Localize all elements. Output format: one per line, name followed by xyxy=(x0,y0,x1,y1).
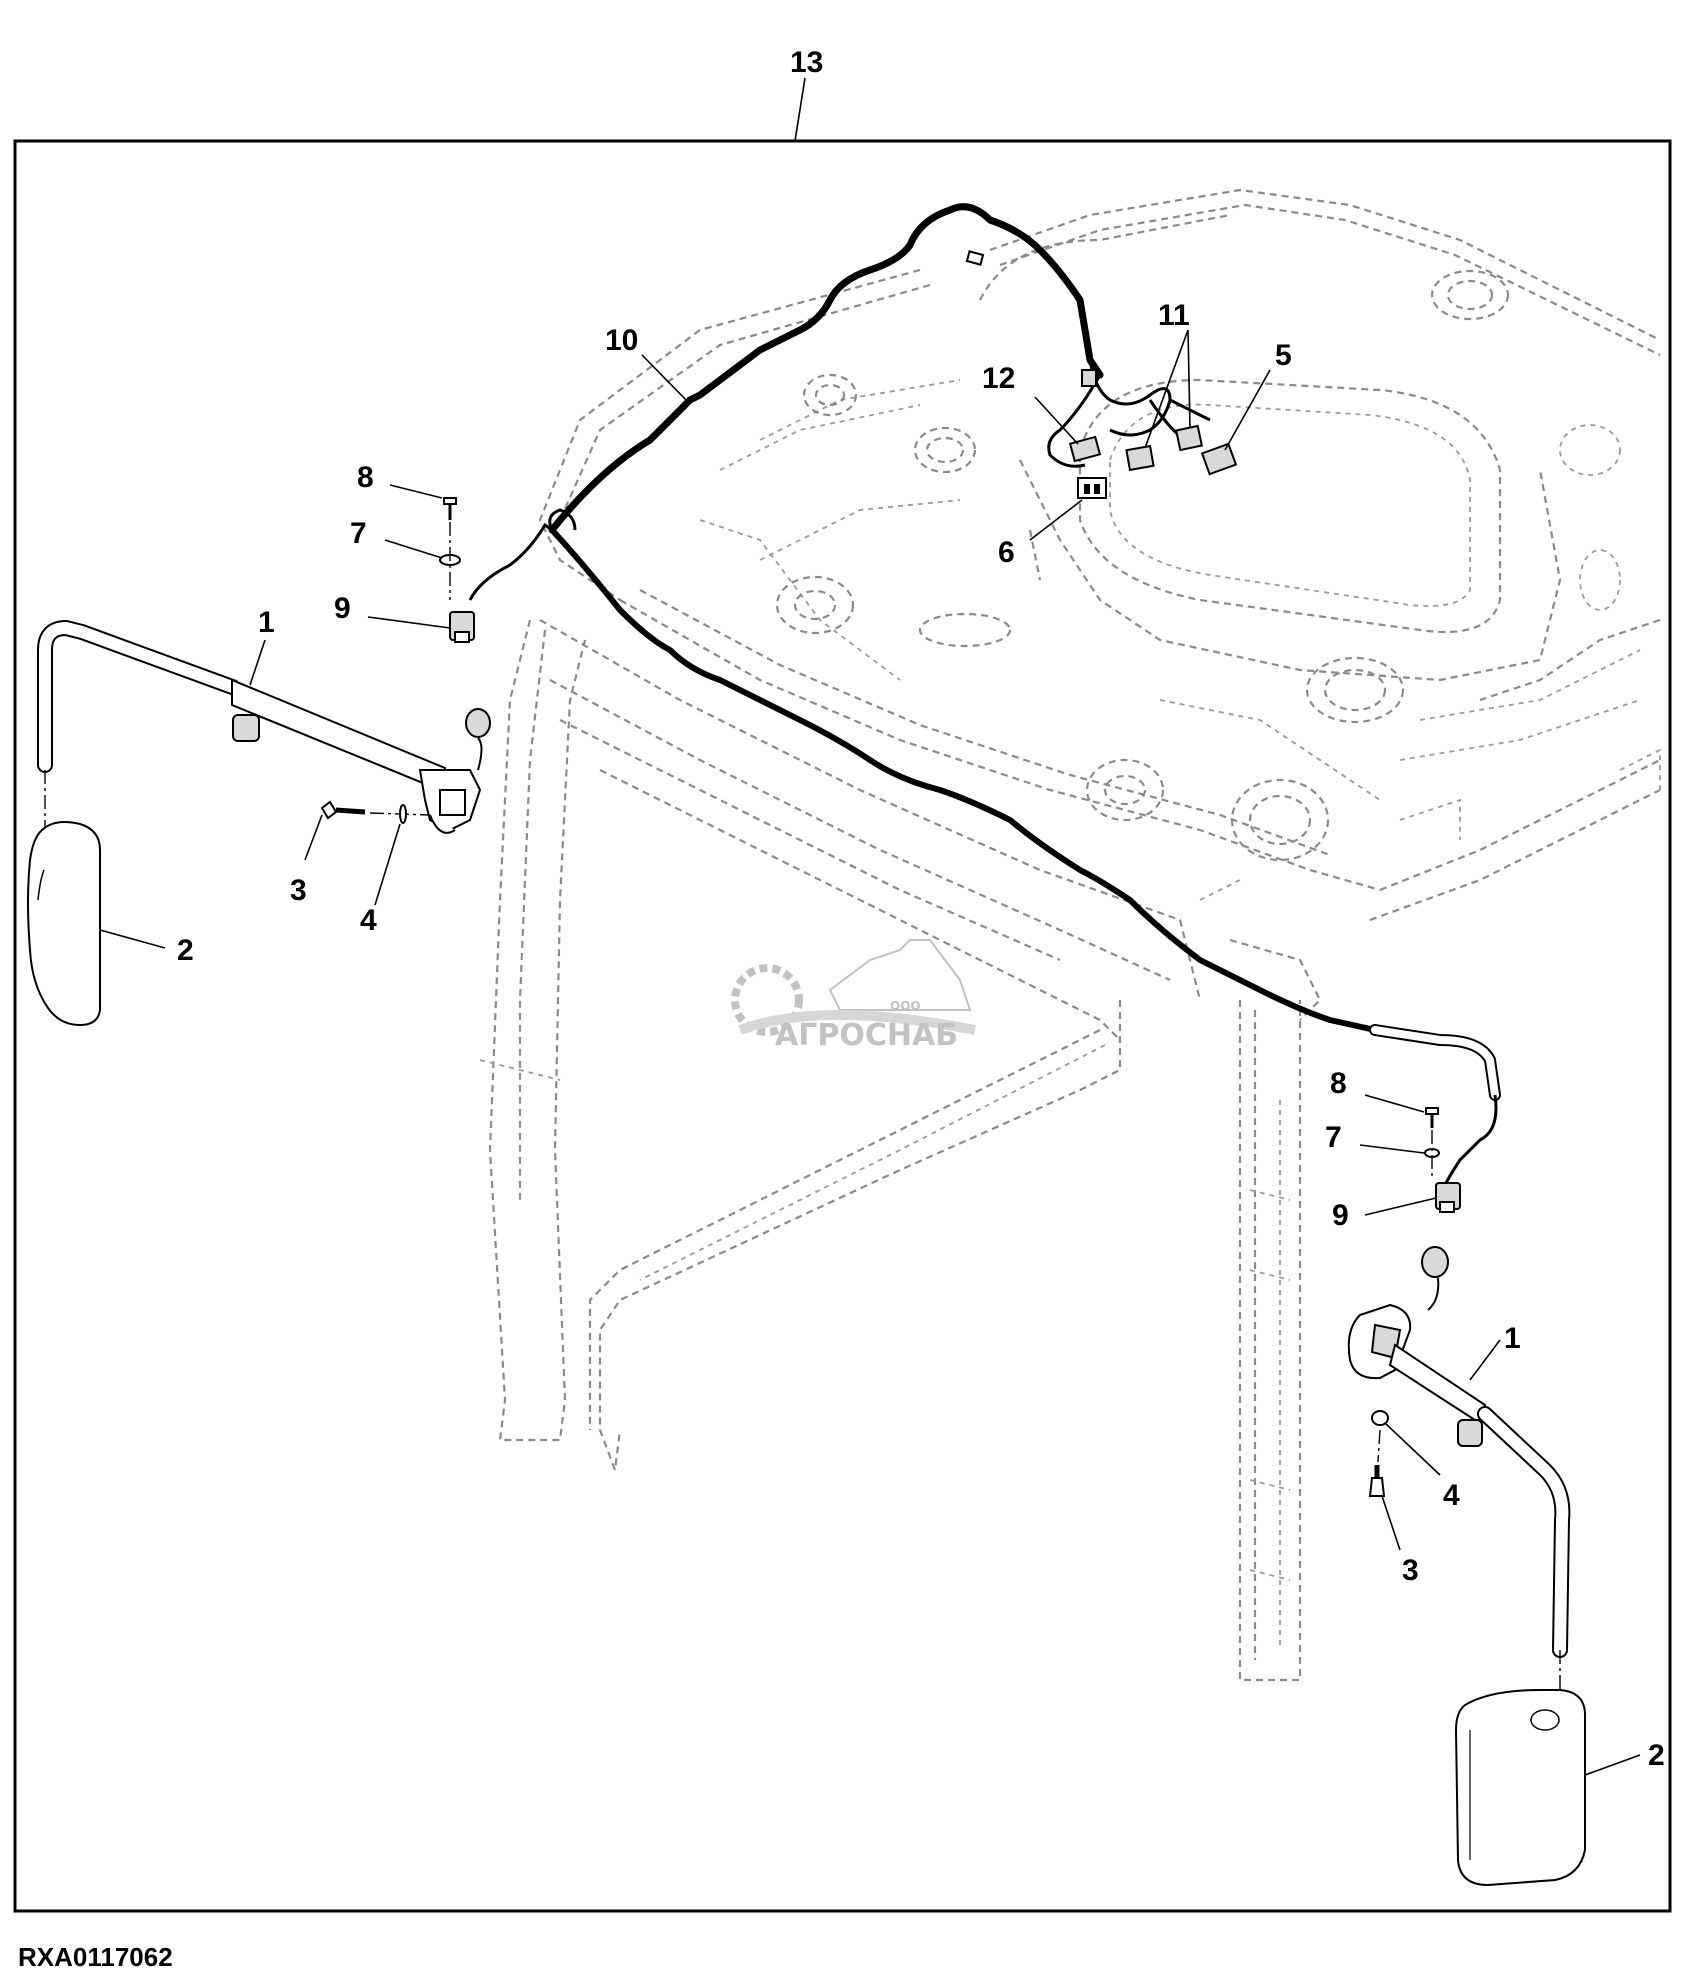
callout-5: 5 xyxy=(1275,339,1292,372)
right-mirror-arm xyxy=(1347,1246,1571,1720)
connector-5 xyxy=(1200,442,1238,476)
connector-11a xyxy=(1125,444,1155,472)
left-screw-8 xyxy=(443,497,457,520)
leader-lines xyxy=(99,77,1641,1776)
right-screw-8 xyxy=(1425,1107,1439,1128)
callout-8-left: 8 xyxy=(357,461,374,494)
cab-frame-outline xyxy=(479,619,1322,1682)
callout-7-right: 7 xyxy=(1325,1121,1342,1154)
callout-4-left: 4 xyxy=(360,904,377,937)
callout-12: 12 xyxy=(982,362,1015,395)
connector-11b xyxy=(1174,424,1204,452)
callout-13: 13 xyxy=(790,46,823,79)
watermark-prefix: ООО xyxy=(890,999,921,1013)
callout-1-right: 1 xyxy=(1504,1322,1521,1355)
callout-2-left: 2 xyxy=(177,934,194,967)
callout-3-left: 3 xyxy=(290,874,307,907)
callout-7-left: 7 xyxy=(350,517,367,550)
callout-9-left: 9 xyxy=(334,592,351,625)
callout-9-right: 9 xyxy=(1332,1199,1349,1232)
left-socket-9 xyxy=(449,611,475,643)
callout-8-right: 8 xyxy=(1330,1067,1347,1100)
callout-2-right: 2 xyxy=(1648,1739,1665,1772)
left-mirror-arm xyxy=(37,619,491,834)
callout-4-right: 4 xyxy=(1443,1479,1460,1512)
watermark-brand: АГРОСНАБ xyxy=(775,1018,958,1053)
diagram-frame xyxy=(13,139,1672,1913)
callout-1-left: 1 xyxy=(258,606,275,639)
right-socket-9 xyxy=(1435,1182,1461,1213)
watermark-logo: ООО АГРОСНАБ xyxy=(731,939,976,1053)
callout-10: 10 xyxy=(605,324,638,357)
connector-top xyxy=(1081,369,1097,387)
callout-labels: 13 10 11 12 5 6 8 7 9 1 3 4 2 8 7 9 1 4 … xyxy=(177,46,1665,1772)
figure-id: RXA0117062 xyxy=(18,1942,173,1972)
wiring-harness xyxy=(468,203,1501,1186)
callout-11: 11 xyxy=(1158,299,1190,332)
right-mirror-head xyxy=(1454,1689,1586,1887)
connector-6 xyxy=(1077,477,1107,499)
callout-6: 6 xyxy=(998,536,1015,569)
callout-3-right: 3 xyxy=(1402,1554,1419,1587)
left-mirror-head xyxy=(27,821,101,1027)
cab-roof-outline xyxy=(538,188,1661,922)
